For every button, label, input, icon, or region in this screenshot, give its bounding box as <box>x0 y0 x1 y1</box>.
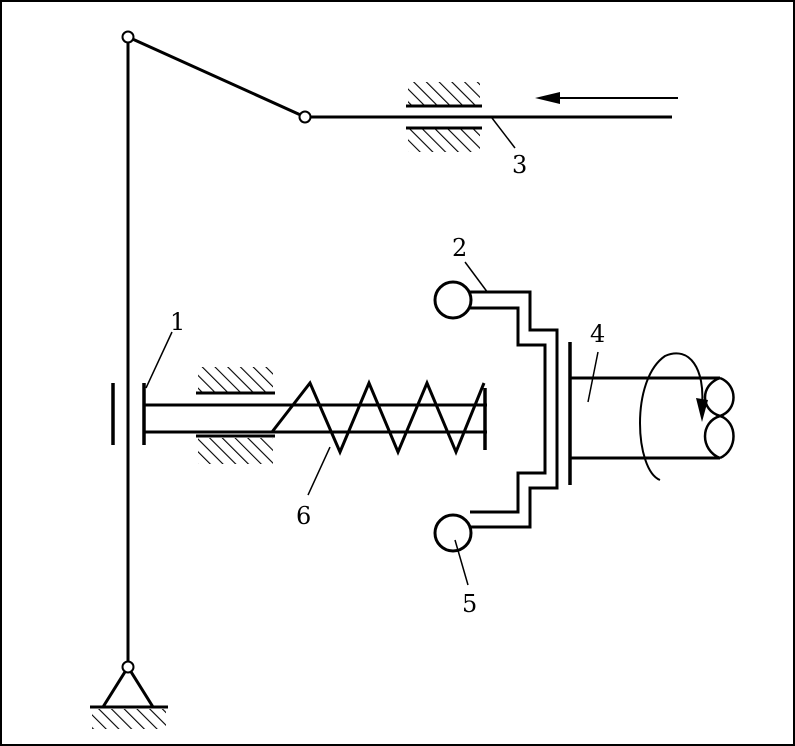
label-5: 5 <box>462 590 477 618</box>
top-pivot-joint <box>121 30 135 44</box>
rod-pivot-joint <box>298 110 312 124</box>
flyweight-arms <box>470 290 559 529</box>
leader-3 <box>491 117 516 149</box>
leader-4 <box>587 351 599 403</box>
rod-guide <box>406 82 482 152</box>
leader-6 <box>307 446 331 496</box>
ground-support <box>90 660 168 729</box>
direction-arrow-icon <box>535 92 678 104</box>
label-4: 4 <box>590 320 605 348</box>
contact-plates <box>111 383 146 445</box>
spring <box>270 379 486 456</box>
leader-1 <box>145 331 173 389</box>
lower-flyweight <box>433 513 473 553</box>
leader-2 <box>464 261 489 294</box>
upper-flyweight <box>433 280 473 320</box>
rotating-shaft <box>570 376 735 460</box>
label-2: 2 <box>452 234 467 262</box>
label-1: 1 <box>170 308 185 336</box>
push-rod <box>144 388 487 450</box>
connecting-link <box>127 35 306 119</box>
rotation-arrow-icon <box>639 352 708 481</box>
label-6: 6 <box>296 502 311 530</box>
label-3: 3 <box>512 151 527 179</box>
leader-5 <box>454 539 469 586</box>
push-rod-bearing <box>196 367 275 464</box>
